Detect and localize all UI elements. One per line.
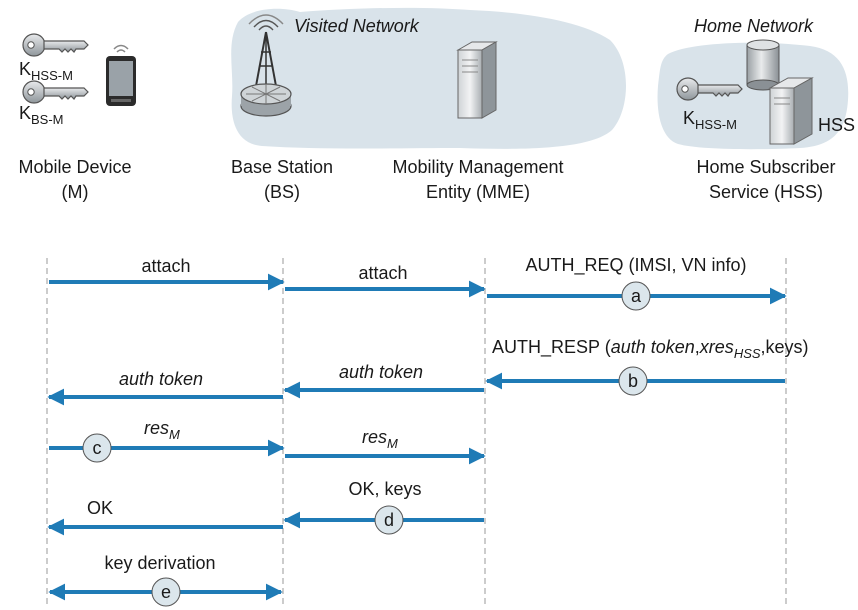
- step-marker: [621, 281, 651, 311]
- entity-mme-name: Mobility Management: [392, 157, 563, 177]
- home-network-label: Home Network: [694, 16, 814, 36]
- message-key-derivation: key derivation e: [48, 553, 283, 607]
- step-label: b: [628, 371, 638, 391]
- server-icon: [456, 41, 498, 119]
- step-label: a: [631, 286, 642, 306]
- message-label: AUTH_RESP (auth token,xresHSS,keys): [492, 337, 809, 361]
- lifelines: [46, 258, 787, 608]
- entity-hss-name: Home Subscriber: [696, 157, 835, 177]
- message-auth-token-bs-m: auth token: [47, 369, 283, 406]
- entity-mobile-device-name: Mobile Device: [18, 157, 131, 177]
- message-label: auth token: [339, 362, 423, 382]
- message-attach-bs-mme: attach: [285, 263, 486, 298]
- key-icon: [22, 80, 89, 104]
- message-res-m-to-bs: resM c: [49, 418, 285, 463]
- key-hss-m-label: KHSS-M: [19, 59, 73, 83]
- server-icon: [768, 77, 814, 145]
- step-label: c: [93, 438, 102, 458]
- visited-network-label: Visited Network: [294, 16, 420, 36]
- antenna-icon: [240, 14, 292, 117]
- step-marker: [618, 366, 648, 396]
- message-auth-req: AUTH_REQ (IMSI, VN info) a: [487, 255, 787, 311]
- entity-mobile-device-abbr: (M): [62, 182, 89, 202]
- message-ok: OK: [47, 498, 283, 536]
- entity-labels: Mobile Device (M) Base Station (BS) Mobi…: [18, 157, 835, 202]
- message-label: auth token: [119, 369, 203, 389]
- step-marker: [151, 577, 181, 607]
- key-bs-m-label: KBS-M: [19, 103, 64, 127]
- step-label: e: [161, 582, 171, 602]
- key-icon: [22, 33, 89, 57]
- message-label: resM: [362, 427, 398, 451]
- message-label: attach: [141, 256, 190, 276]
- message-label: key derivation: [104, 553, 215, 573]
- key-home-label: KHSS-M: [683, 108, 737, 132]
- hss-label: HSS: [818, 115, 855, 135]
- message-label: OK: [87, 498, 113, 518]
- step-marker: [374, 505, 404, 535]
- step-marker: [82, 433, 112, 463]
- message-label: resM: [144, 418, 180, 442]
- smartphone-icon: [106, 44, 136, 106]
- message-ok-keys: OK, keys d: [283, 479, 484, 535]
- entity-base-station-name: Base Station: [231, 157, 333, 177]
- visited-network-cloud: [231, 7, 627, 149]
- message-label: attach: [358, 263, 407, 283]
- message-label: OK, keys: [348, 479, 421, 499]
- message-auth-resp: AUTH_RESP (auth token,xresHSS,keys) b: [485, 337, 809, 396]
- message-auth-token-mme-bs: auth token: [283, 362, 484, 399]
- message-attach-m-bs: attach: [49, 256, 285, 291]
- entity-base-station-abbr: (BS): [264, 182, 300, 202]
- message-label: AUTH_REQ (IMSI, VN info): [525, 255, 746, 276]
- entity-mme-abbr: Entity (MME): [426, 182, 530, 202]
- database-icon: [746, 39, 780, 91]
- entity-hss-abbr: Service (HSS): [709, 182, 823, 202]
- step-label: d: [384, 510, 394, 530]
- message-res-bs-to-mme: resM: [285, 427, 486, 465]
